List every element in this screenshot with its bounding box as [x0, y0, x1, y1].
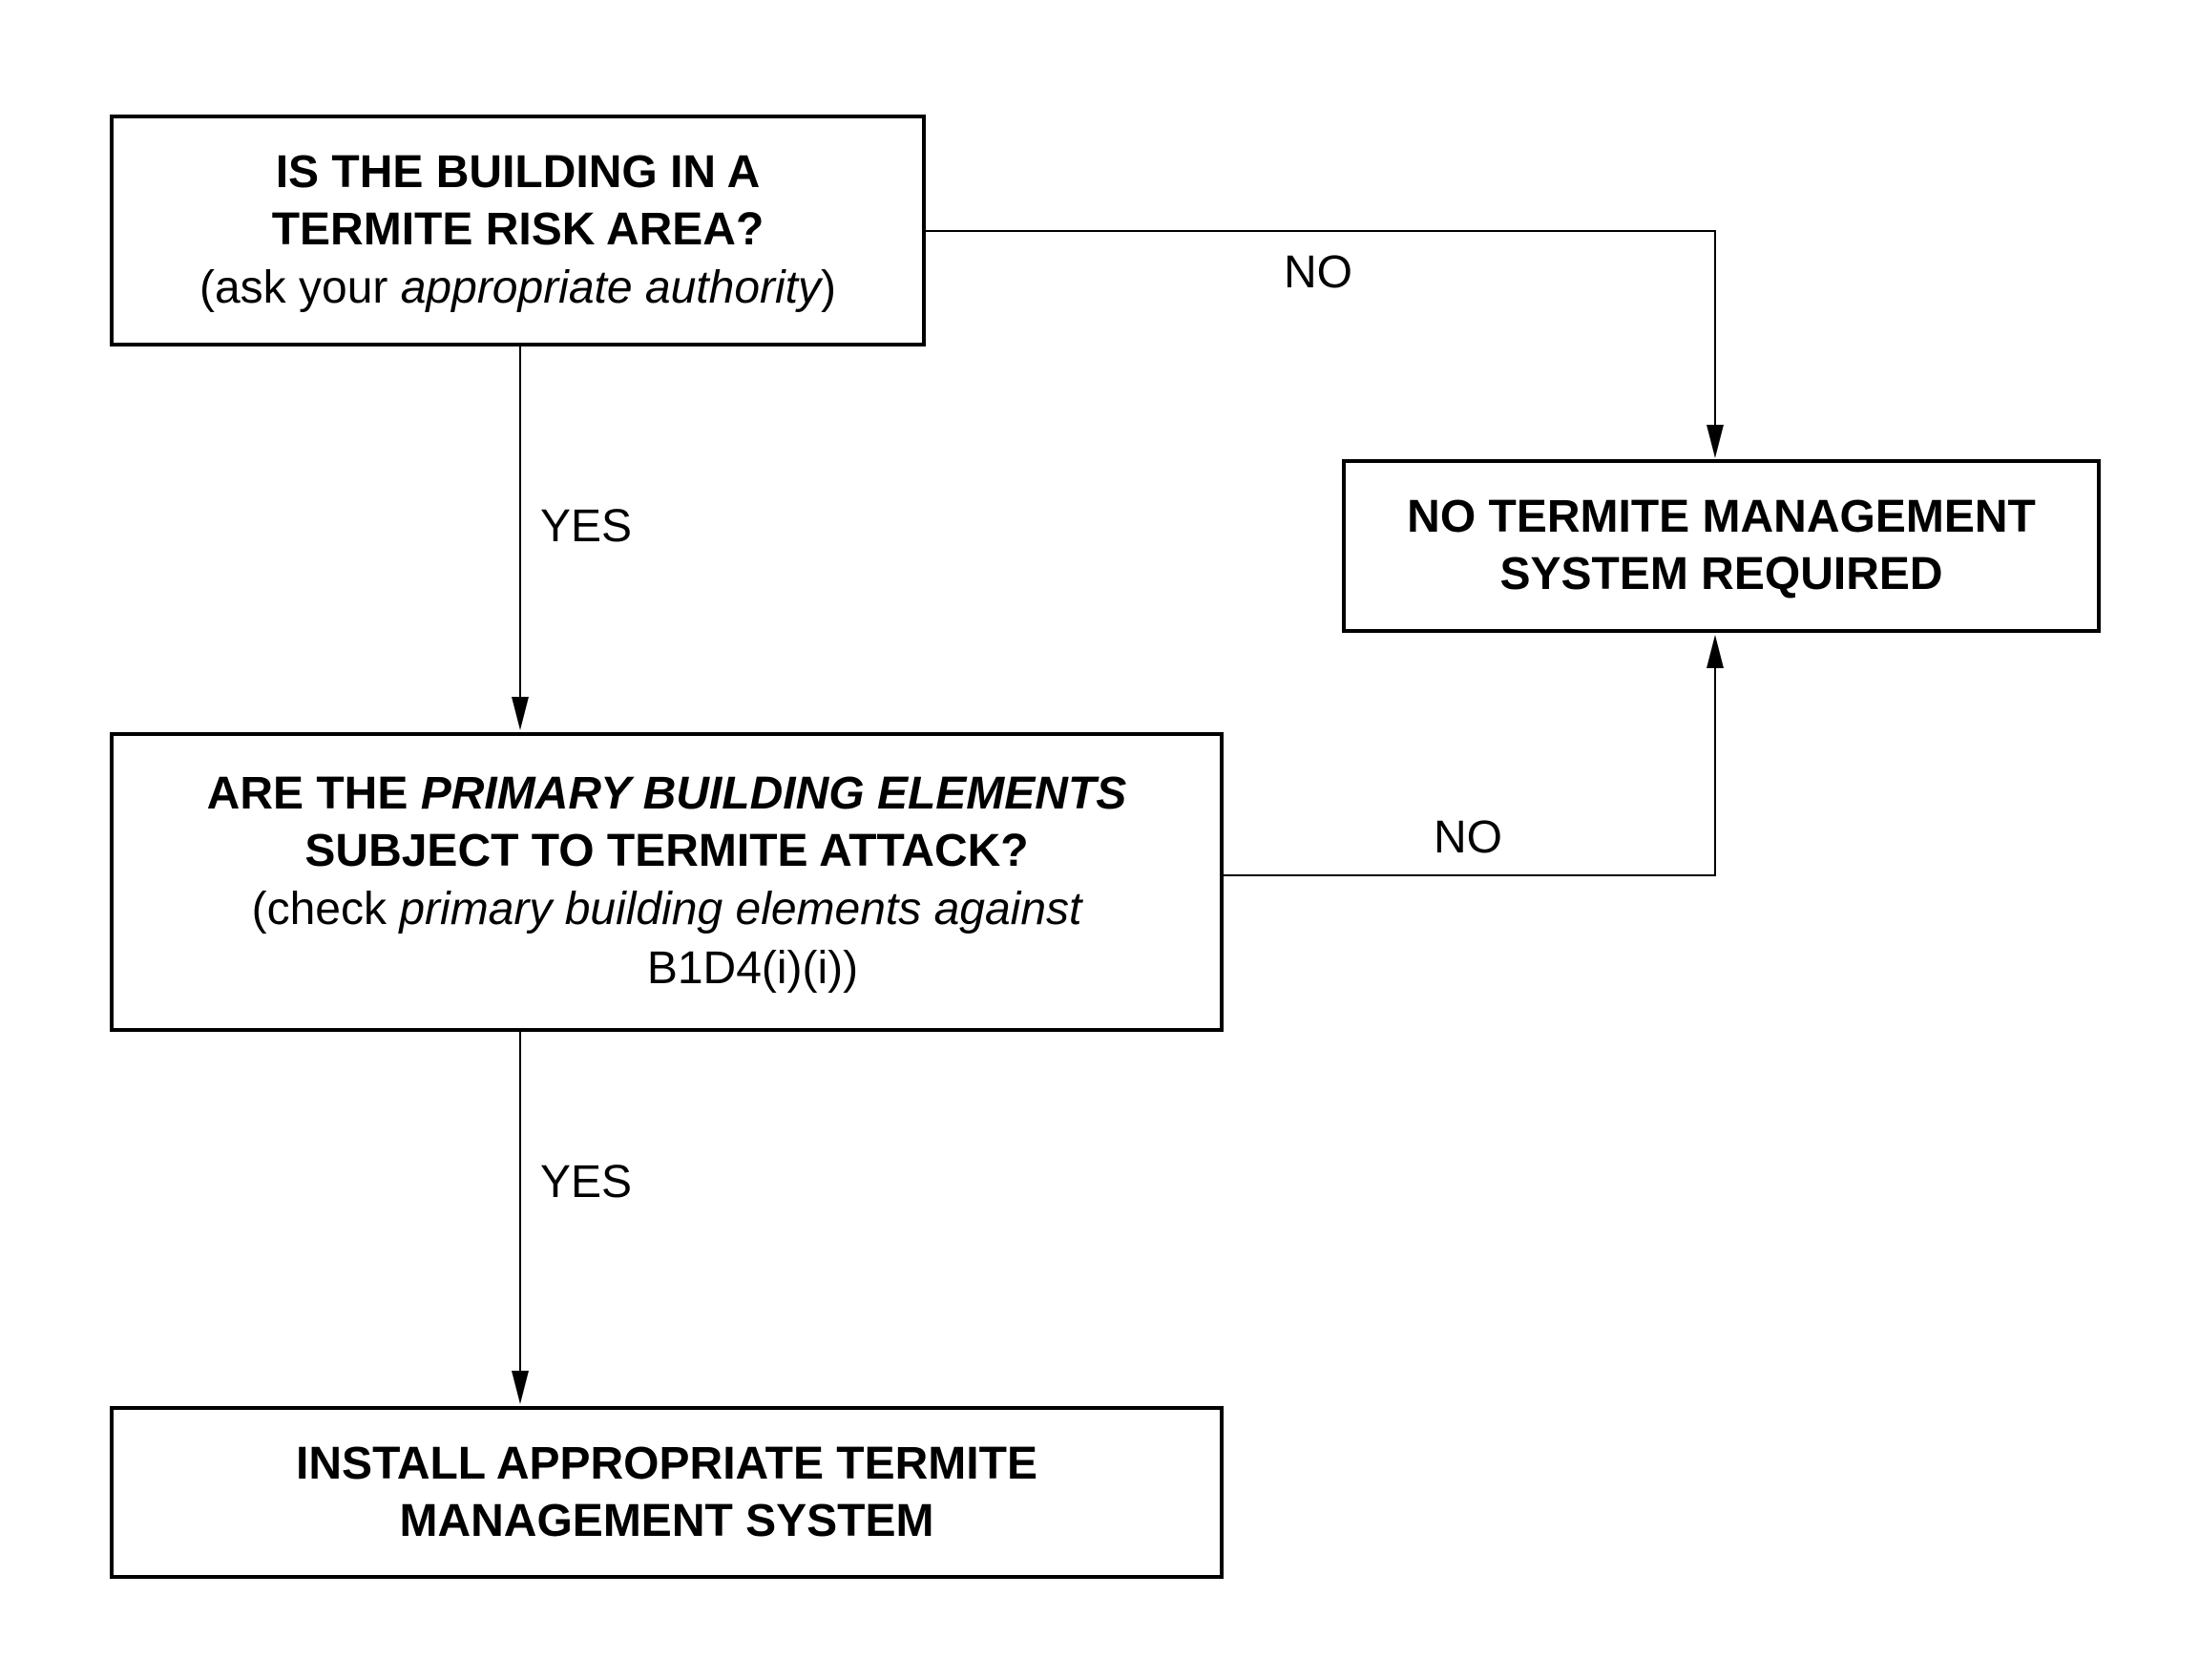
outcome-title-line: MANAGEMENT SYSTEM: [399, 1495, 934, 1546]
note-text: (ask your: [199, 262, 401, 313]
arrowhead-down: [1707, 425, 1724, 458]
note-text: ): [821, 262, 836, 313]
decision-title-line: IS THE BUILDING IN A: [275, 146, 761, 198]
note-italic-text: primary building elements against: [399, 884, 1082, 934]
outcome-title-line: INSTALL APPROPRIATE TERMITE: [296, 1438, 1037, 1489]
decision-title-line: TERMITE RISK AREA?: [271, 203, 764, 255]
arrowhead-down: [512, 1371, 529, 1404]
title-italic-text: PRIMARY BUILDING ELEMENTS: [420, 768, 1127, 819]
arrowhead-down: [512, 697, 529, 730]
edge-label-no: NO: [1284, 247, 1352, 298]
decision-note: (ask your appropriate authority): [199, 259, 836, 318]
connector-yes-to-primary-elements: [512, 346, 529, 730]
edge-label-yes: YES: [540, 1157, 633, 1208]
edge-label-no: NO: [1434, 812, 1502, 863]
title-text: ARE THE: [206, 768, 421, 819]
decision-title-line: ARE THE PRIMARY BUILDING ELEMENTS: [207, 766, 1127, 823]
connector-yes-to-install-system: [512, 1032, 529, 1404]
note-reference: B1D4(i)(i)): [646, 943, 859, 994]
outcome-title-line: SYSTEM REQUIRED: [1499, 549, 1943, 599]
connector-no-from-primary-elements: [1224, 635, 1724, 876]
outcome-title-line: NO TERMITE MANAGEMENT: [1407, 492, 2036, 542]
arrowhead-up: [1707, 635, 1724, 668]
connector-no-to-no-system: [926, 230, 1724, 458]
edge-label-yes: YES: [540, 501, 633, 552]
note-italic-text: appropriate authority: [400, 262, 822, 313]
outcome-box-install-system: INSTALL APPROPRIATE TERMITE MANAGEMENT S…: [110, 1406, 1224, 1579]
decision-title-line: SUBJECT TO TERMITE ATTACK?: [304, 826, 1029, 876]
outcome-box-no-system-required: NO TERMITE MANAGEMENT SYSTEM REQUIRED: [1342, 459, 2101, 633]
decision-box-primary-building-elements: ARE THE PRIMARY BUILDING ELEMENTS SUBJEC…: [110, 732, 1224, 1032]
decision-box-termite-risk-area: IS THE BUILDING IN A TERMITE RISK AREA? …: [110, 115, 926, 346]
note-text: (check: [251, 884, 400, 934]
decision-note: (check primary building elements against…: [114, 880, 1220, 998]
